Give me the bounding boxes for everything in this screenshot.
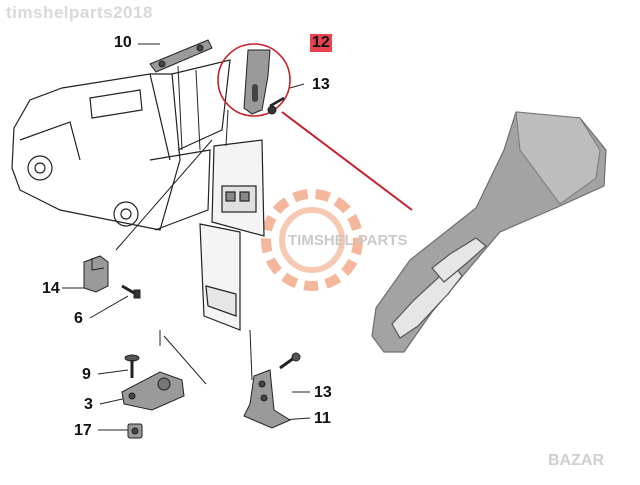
part-12-bracket-small	[217, 43, 291, 117]
highlight-leader-line	[281, 111, 413, 211]
part-14-stop-block	[83, 255, 109, 293]
brand-logo-text: TIMSHEL PARTS	[288, 232, 408, 249]
part-12-bracket-enlarged	[371, 111, 607, 353]
callout-6: 6	[74, 310, 83, 327]
part-17-nut	[127, 423, 143, 439]
van-illustration	[11, 59, 231, 231]
rear-door-upper	[211, 139, 265, 237]
callout-13-bottom: 13	[314, 384, 332, 401]
part-6-bolt	[121, 284, 141, 299]
rear-door-lower	[199, 223, 241, 331]
bazar-logo: BAZAR	[548, 452, 604, 469]
callout-3: 3	[84, 396, 93, 413]
part-10-strip	[149, 39, 213, 73]
brand-gear-icon	[261, 189, 363, 291]
part-3-latch-plate	[121, 371, 185, 411]
callout-13-top: 13	[312, 76, 330, 93]
callout-11: 11	[314, 410, 331, 427]
callout-12: 12	[310, 34, 332, 52]
callout-10: 10	[114, 34, 132, 51]
watermark-text: timshelparts2018	[6, 3, 153, 22]
callout-9: 9	[82, 366, 91, 383]
part-9-screw	[124, 354, 140, 378]
part-13-bolt-bottom	[279, 352, 301, 370]
callout-14: 14	[42, 280, 60, 297]
leader-lines	[62, 43, 311, 431]
part-11-bracket	[243, 369, 292, 429]
part-13-bolt-top	[267, 96, 285, 115]
callout-17: 17	[74, 422, 92, 439]
